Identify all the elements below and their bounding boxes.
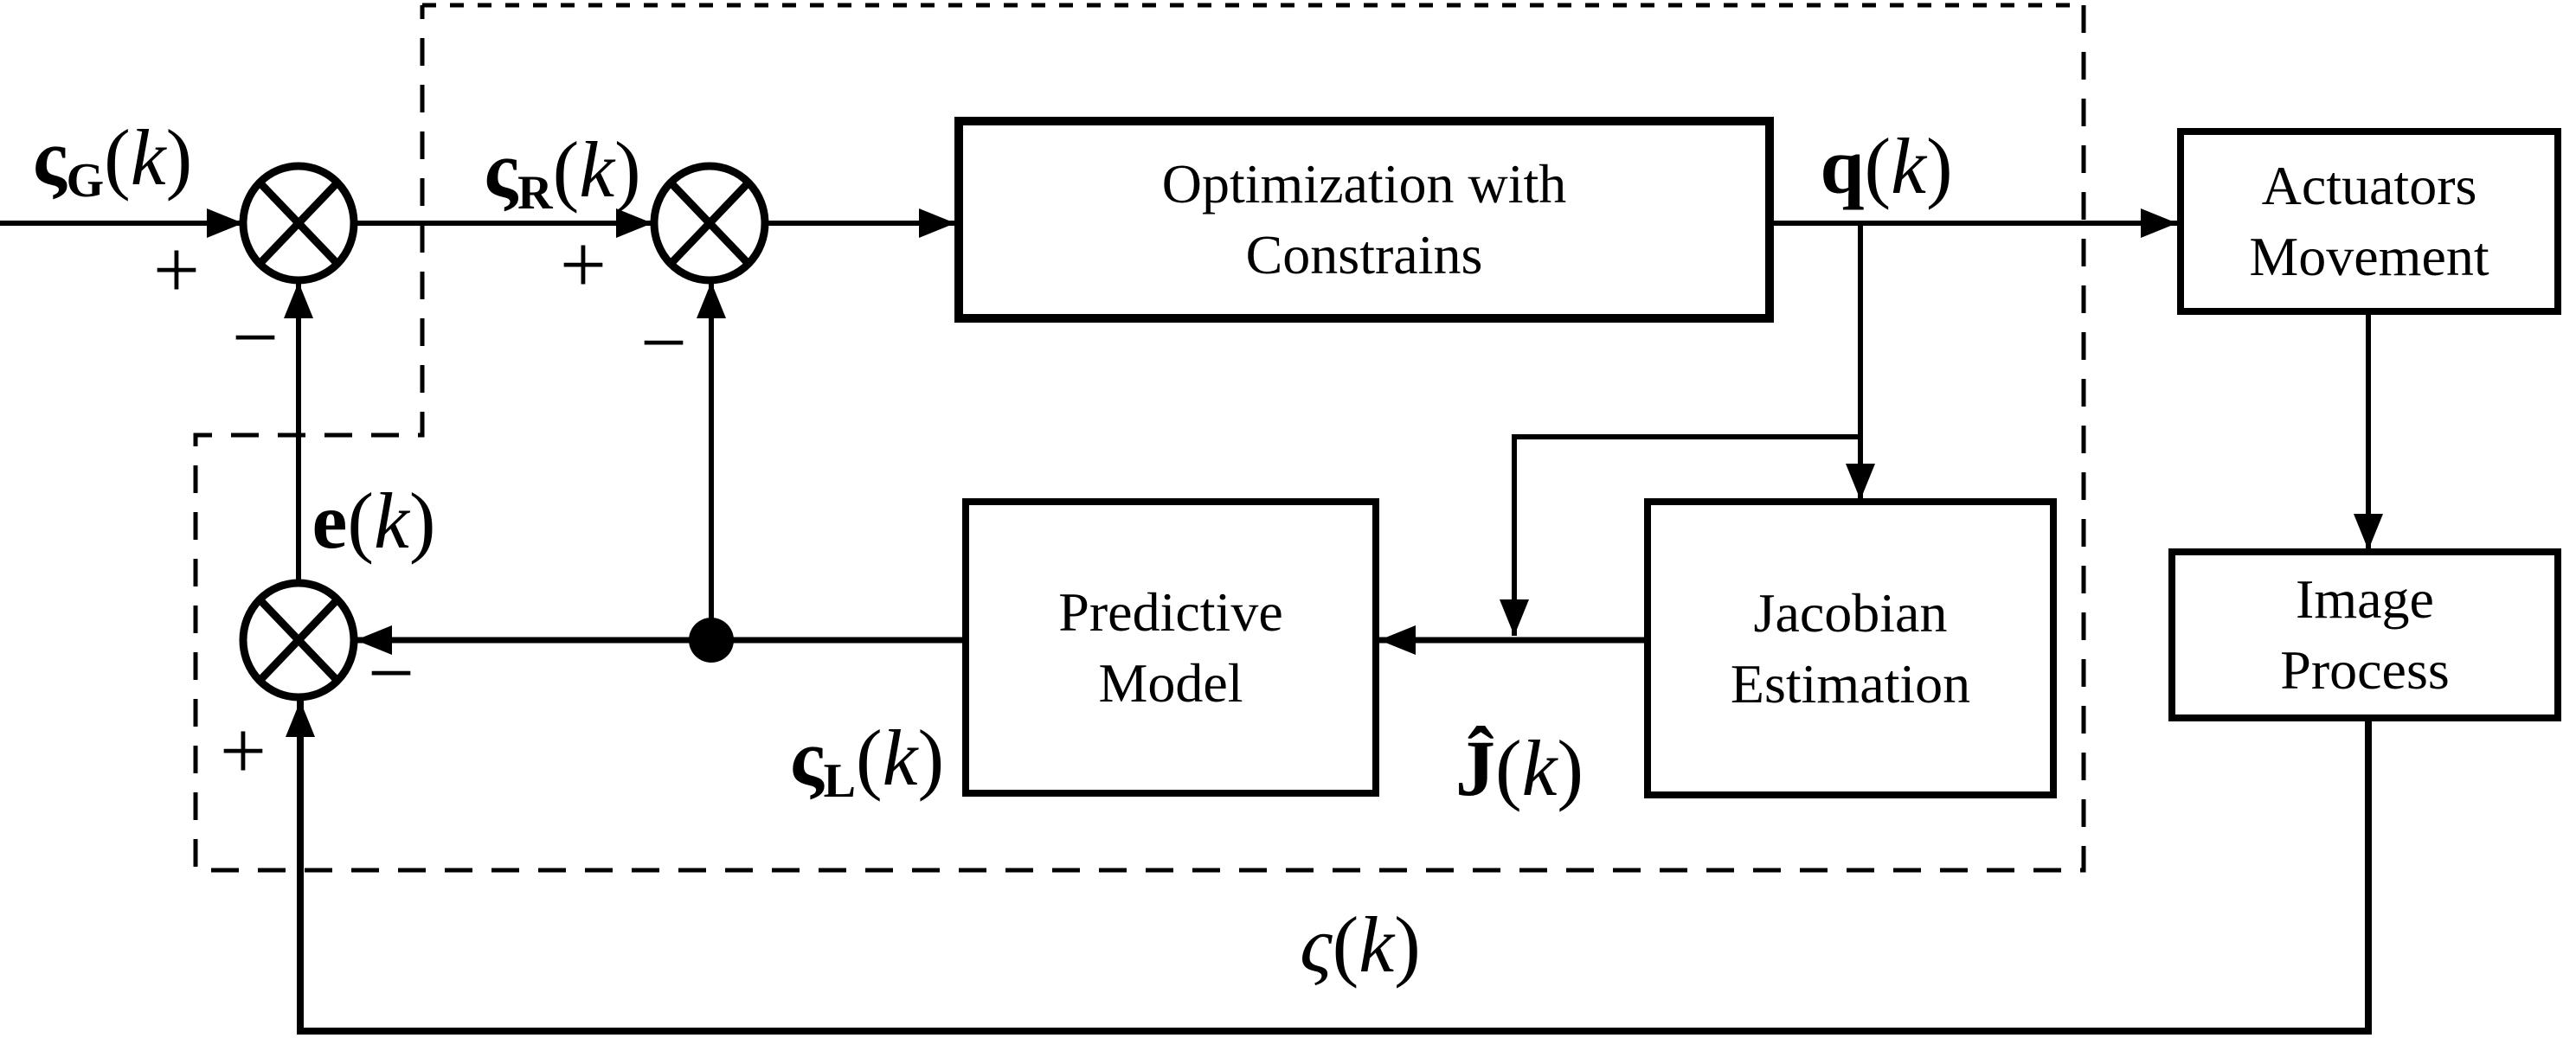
predictive-model-box bbox=[962, 498, 1379, 797]
predictive-label-line1: Predictive bbox=[1058, 580, 1283, 643]
label-local-prediction-signal: ςL(k) bbox=[789, 714, 945, 808]
jacobian-estimation-box bbox=[1644, 498, 2057, 798]
actuators-box-label: Actuators Movement bbox=[2181, 131, 2558, 311]
goal-sub: G bbox=[66, 154, 105, 208]
ref-base: ς bbox=[484, 125, 518, 214]
summing-junction-3 bbox=[239, 579, 358, 702]
junction1-plus-sign: + bbox=[152, 223, 201, 316]
junction3-plus-sign: + bbox=[219, 704, 267, 797]
optimization-box-label: Optimization with Constrains bbox=[959, 121, 1770, 318]
feedback-base: ς bbox=[1300, 900, 1333, 989]
predictive-label-line2: Model bbox=[1098, 651, 1243, 714]
actuators-label-line1: Actuators bbox=[2261, 155, 2477, 217]
actuators-label-line2: Movement bbox=[2249, 226, 2489, 287]
jacobian-estimation-box-label: Jacobian Estimation bbox=[1648, 502, 2053, 795]
line-q-branch-to-predictive-input bbox=[1500, 434, 1860, 636]
image-process-label-line1: Image bbox=[2296, 568, 2434, 631]
dashed-boundary-outline bbox=[193, 5, 2086, 873]
summing-junction-2 bbox=[650, 162, 769, 285]
junction3-minus-sign: − bbox=[367, 626, 415, 719]
label-error-signal: e(k) bbox=[312, 477, 436, 565]
ref-sub: R bbox=[517, 166, 553, 220]
local-base: ς bbox=[789, 714, 824, 802]
error-base: e bbox=[312, 477, 348, 565]
label-jacobian-estimate-signal: Ĵ(k) bbox=[1455, 724, 1584, 812]
jacobian-label-line2: Estimation bbox=[1730, 652, 1971, 714]
label-joint-command-signal: q(k) bbox=[1820, 122, 1953, 210]
label-reference-signal: ςR(k) bbox=[484, 125, 641, 220]
q-base: q bbox=[1820, 122, 1865, 210]
label-goal-signal: ςG(k) bbox=[32, 113, 193, 208]
image-process-label-line2: Process bbox=[2280, 639, 2450, 701]
goal-base: ς bbox=[32, 113, 67, 202]
jhat-base: Ĵ bbox=[1455, 724, 1495, 812]
line-image-feedback-to-junction3 bbox=[286, 701, 2372, 1035]
predictive-model-box-label: Predictive Model bbox=[966, 502, 1376, 793]
local-sub: L bbox=[823, 754, 857, 808]
optimization-label-line1: Optimization with bbox=[1161, 153, 1567, 215]
junction2-minus-sign: − bbox=[639, 296, 688, 388]
optimization-box bbox=[954, 117, 1774, 323]
summing-junction-1 bbox=[239, 162, 358, 285]
junction2-plus-sign: + bbox=[559, 218, 607, 311]
label-measured-feedback-signal: ς(k) bbox=[1300, 900, 1421, 989]
pickoff-dot bbox=[689, 618, 734, 663]
actuators-box bbox=[2177, 128, 2561, 315]
optimization-label-line2: Constrains bbox=[1245, 224, 1483, 285]
jacobian-label-line1: Jacobian bbox=[1753, 581, 1948, 644]
image-process-box-label: Image Process bbox=[2172, 552, 2558, 718]
junction1-minus-sign: − bbox=[231, 291, 279, 383]
image-process-box bbox=[2168, 548, 2561, 721]
